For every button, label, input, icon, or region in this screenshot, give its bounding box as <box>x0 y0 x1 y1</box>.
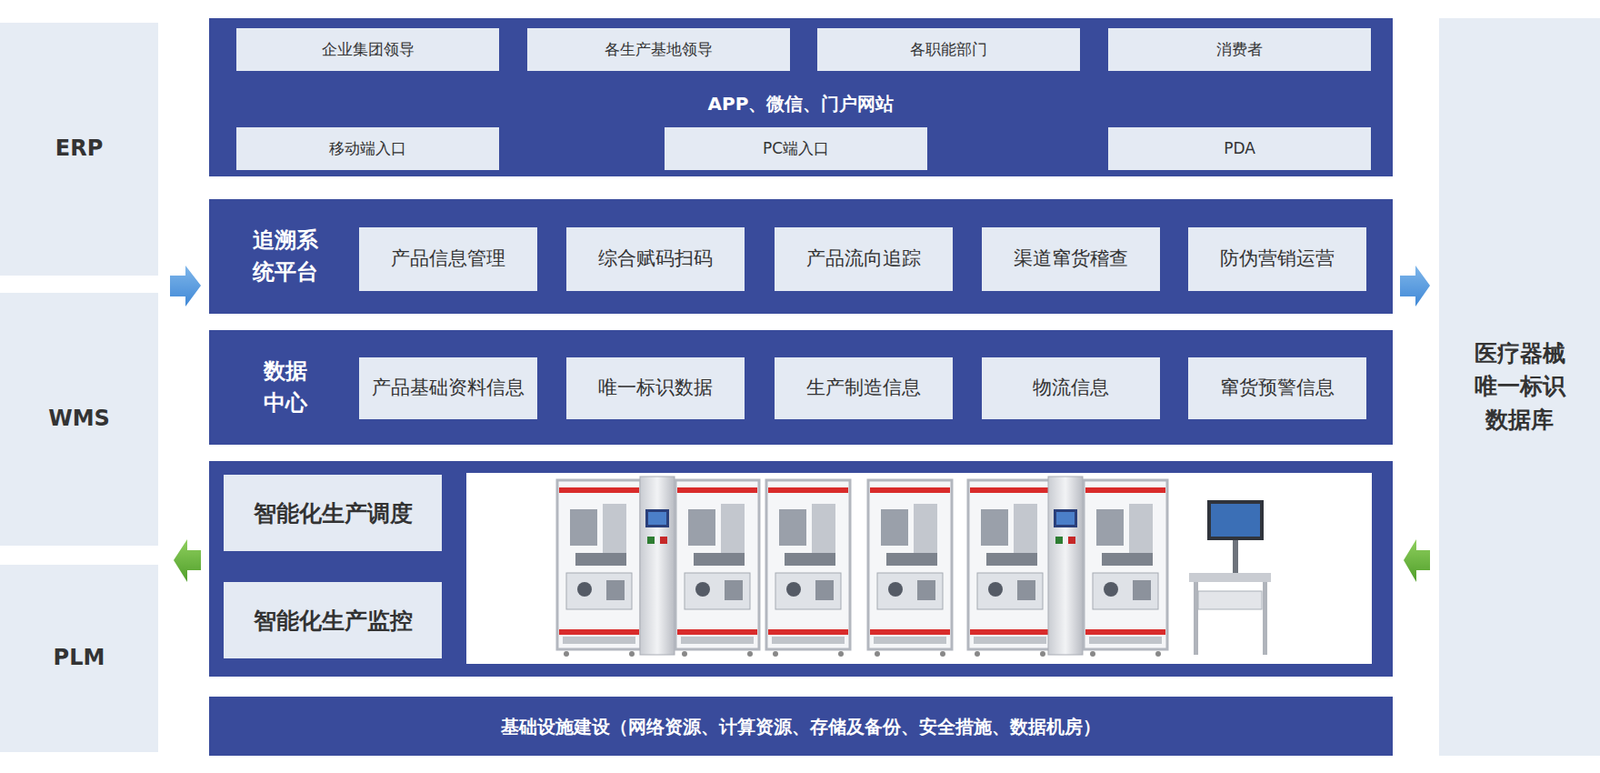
module-box: 各生产基地领导 <box>527 28 790 71</box>
illustration-part <box>1232 540 1239 573</box>
node-label: 产品信息管理 <box>385 245 511 272</box>
illustration-part <box>1262 581 1268 655</box>
node-label: 消费者 <box>1210 39 1269 61</box>
system-panel: 医疗器械 唯一标识 数据库 <box>1439 18 1600 756</box>
node-label: 各职能部门 <box>904 39 993 61</box>
illustration-part <box>1193 581 1199 655</box>
system-panel: WMS <box>0 292 159 546</box>
node-label: 防伪营销运营 <box>1214 245 1340 272</box>
node-label: 数据 中心 <box>240 355 331 420</box>
illustration-part <box>968 480 1052 657</box>
module-box: PDA <box>1108 127 1371 170</box>
node-label: 物流信息 <box>1027 374 1115 401</box>
node-label: 医疗器械 唯一标识 数据库 <box>1462 337 1577 437</box>
node-label: ERP <box>55 133 103 165</box>
illustration-part <box>766 480 850 657</box>
node-label: 生产制造信息 <box>800 374 927 401</box>
illustration-part <box>1210 503 1260 537</box>
illustration-part <box>1083 480 1168 657</box>
illustration-part <box>557 480 641 657</box>
layer-band: APP、微信、门户网站 企业集团领导 各生产基地领导 各职能部门 消费者移动端入口 PC端… <box>209 18 1393 177</box>
illustration-part <box>675 480 760 657</box>
module-box: 窜货预警信息 <box>1188 357 1367 420</box>
illustration-part <box>1198 590 1262 610</box>
module-box: 智能化生产监控 <box>223 581 442 659</box>
module-box: 防伪营销运营 <box>1188 227 1367 291</box>
illustration-part <box>170 265 201 307</box>
illustration-part <box>1403 539 1430 582</box>
node-label: 产品流向追踪 <box>800 245 927 272</box>
node-label: 综合赋码扫码 <box>592 245 719 272</box>
module-box: 智能化生产调度 <box>223 474 442 551</box>
node-label: PDA <box>1218 138 1261 160</box>
layer-band: 数据 中心 产品基础资料信息 唯一标识数据 生产制造信息 物流信息 窜货预警信息 <box>209 330 1393 445</box>
module-box: PC端入口 <box>664 127 928 170</box>
node-label: 各生产基地领导 <box>599 39 719 61</box>
module-box: 渠道窜货稽查 <box>981 227 1160 291</box>
module-box: 移动端入口 <box>236 127 500 170</box>
node-label: 唯一标识数据 <box>592 374 719 401</box>
module-box: 物流信息 <box>981 357 1160 420</box>
node-label: 企业集团领导 <box>316 39 420 61</box>
node-label: APP、微信、门户网站 <box>209 90 1393 117</box>
illustration-part <box>173 539 201 582</box>
node-label: 追溯系 统平台 <box>240 224 331 289</box>
illustration-part <box>1400 265 1430 307</box>
layer-band: 基础设施建设（网络资源、计算资源、存储及备份、安全措施、数据机房） <box>209 696 1393 756</box>
system-panel: PLM <box>0 564 159 752</box>
illustration-part <box>466 472 1372 664</box>
module-box: 消费者 <box>1108 28 1371 71</box>
illustration-part <box>1207 500 1264 540</box>
layer-band: 追溯系 统平台 产品信息管理 综合赋码扫码 产品流向追踪 渠道窜货稽查 防伪营销运营 <box>209 199 1393 314</box>
module-box: 产品信息管理 <box>359 227 538 291</box>
node-label: 渠道窜货稽查 <box>1008 245 1134 272</box>
node-label: 移动端入口 <box>323 138 412 160</box>
module-box: 各职能部门 <box>817 28 1080 71</box>
module-box: 唯一标识数据 <box>566 357 745 420</box>
illustration-part <box>640 476 675 655</box>
node-label: WMS <box>48 403 110 435</box>
illustration-part <box>1048 476 1083 655</box>
node-label: PC端入口 <box>757 138 835 160</box>
illustration-part <box>1189 572 1271 582</box>
layer-band: 智能化生产调度智能化生产监控 <box>209 460 1393 677</box>
module-box: 生产制造信息 <box>774 357 953 420</box>
module-box: 企业集团领导 <box>236 28 500 71</box>
node-label: 产品基础资料信息 <box>366 374 530 401</box>
module-box: 产品基础资料信息 <box>359 357 538 420</box>
module-box: 产品流向追踪 <box>774 227 953 291</box>
node-label: 智能化生产监控 <box>248 604 419 637</box>
production-line-illustration <box>466 472 1372 664</box>
node-label: PLM <box>53 642 106 674</box>
node-label: 窜货预警信息 <box>1214 374 1340 401</box>
module-box: 综合赋码扫码 <box>566 227 745 291</box>
illustration-part <box>868 480 952 657</box>
node-label: 智能化生产调度 <box>248 497 419 530</box>
node-label: 基础设施建设（网络资源、计算资源、存储及备份、安全措施、数据机房） <box>209 713 1393 740</box>
system-panel: ERP <box>0 22 159 276</box>
